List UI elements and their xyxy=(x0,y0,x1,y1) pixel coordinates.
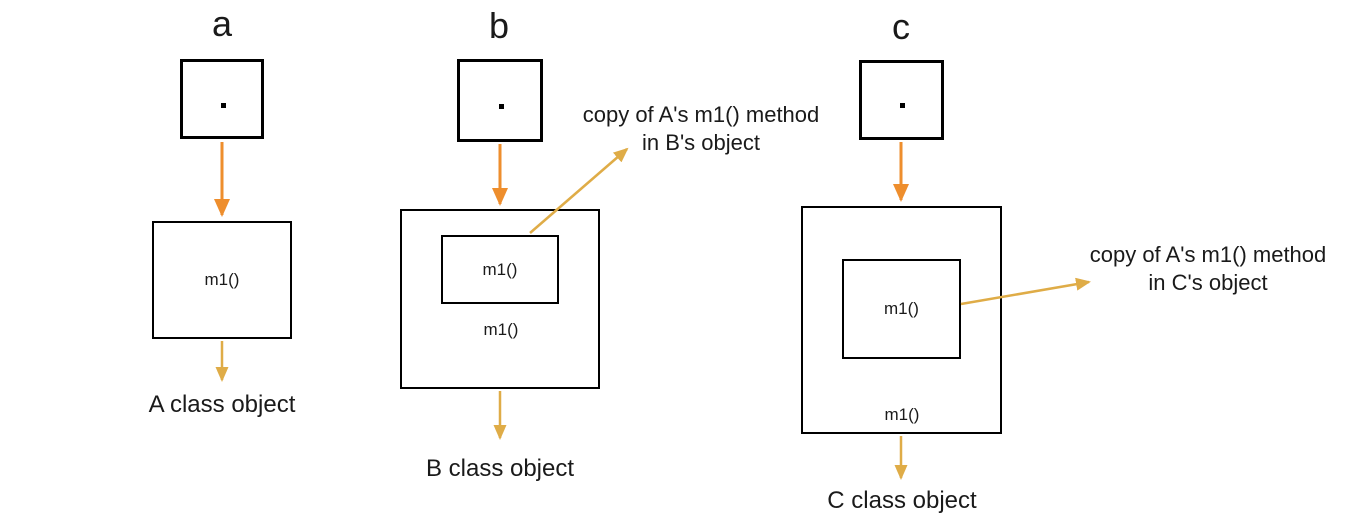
annotation-line-1: copy of A's m1() method xyxy=(582,102,820,127)
class-c-copied-method-label: m1() xyxy=(884,299,919,318)
class-b-object-caption: B class object xyxy=(425,455,575,482)
class-c-own-method-label: m1() xyxy=(884,405,920,424)
reference-dot-icon xyxy=(900,103,905,108)
figure-c-label: c xyxy=(892,6,910,47)
annotation-line-2: in C's object xyxy=(1148,270,1268,295)
class-a-reference-box xyxy=(180,59,264,139)
class-c-copied-method-box: m1() xyxy=(842,259,961,359)
class-a-object-caption: A class object xyxy=(148,391,296,418)
reference-dot-icon xyxy=(221,103,226,108)
class-c-reference-box xyxy=(859,60,944,140)
class-b-copied-method-label: m1() xyxy=(482,259,518,279)
figure-a-label: a xyxy=(211,3,233,44)
class-b-own-method-label: m1() xyxy=(483,320,519,339)
class-a-method-label: m1() xyxy=(204,270,240,289)
annotation-line-2: in B's object xyxy=(642,130,760,155)
class-b-reference-box xyxy=(457,59,543,142)
class-b-copy-annotation: copy of A's m1() method in B's object xyxy=(583,101,820,157)
class-b-copied-method-box: m1() xyxy=(441,235,559,304)
class-a-object-box: m1() xyxy=(152,221,292,339)
reference-dot-icon xyxy=(499,104,504,109)
annotation-line-1: copy of A's m1() method xyxy=(1089,242,1327,267)
class-c-copy-annotation: copy of A's m1() method in C's object xyxy=(1090,241,1327,297)
figure-b-label: b xyxy=(488,5,510,46)
class-c-object-caption: C class object xyxy=(827,487,977,514)
